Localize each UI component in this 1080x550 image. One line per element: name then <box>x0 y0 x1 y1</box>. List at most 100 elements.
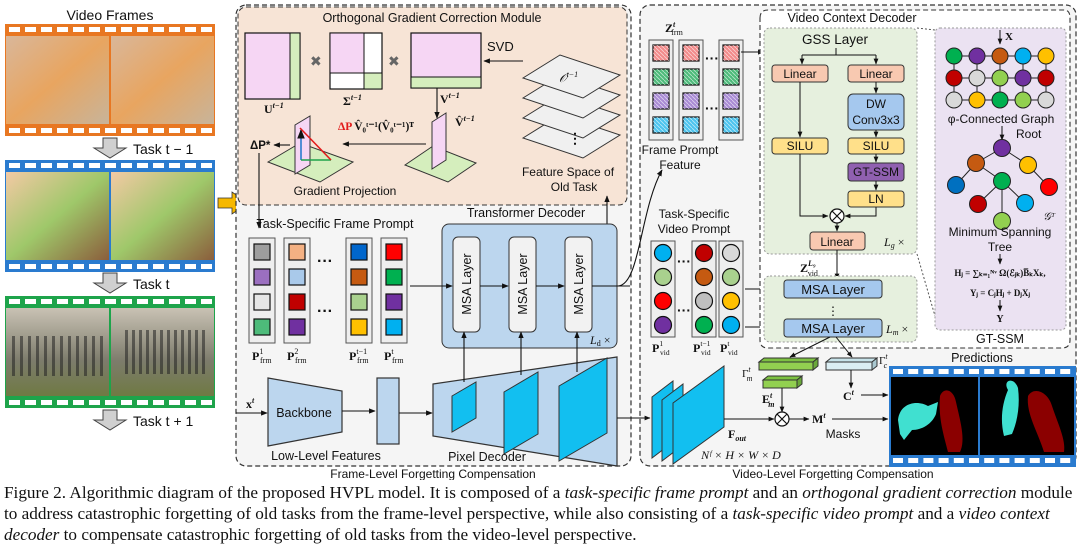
prompt-token <box>288 268 306 286</box>
transformer-decoder-title: Transformer Decoder <box>467 206 585 220</box>
zebra-stripe <box>84 336 87 376</box>
zebra-stripe <box>188 330 191 374</box>
feature-space-label: Feature Space of <box>522 165 615 179</box>
svg-text:Feature: Feature <box>659 158 701 172</box>
video-frame-image <box>6 172 109 260</box>
sprocket-hole <box>137 400 148 405</box>
prompt-token <box>253 243 271 261</box>
svg-text:Ct: Ct <box>843 388 855 403</box>
msa-layer-label: MSA Layer <box>460 253 474 314</box>
video-prompt-token <box>694 267 714 287</box>
sprocket-hole <box>1029 458 1040 463</box>
backbone-block <box>267 377 343 447</box>
mask-red <box>1027 391 1065 452</box>
sprocket-hole <box>153 128 164 133</box>
tree-node-rr <box>1040 178 1058 196</box>
sprocket-hole <box>89 299 100 304</box>
zebra-stripe <box>52 336 55 376</box>
u-matrix: Ut−1 <box>244 32 301 116</box>
gradient-projection-label: Gradient Projection <box>294 184 397 198</box>
ellipsis: ··· <box>705 100 719 116</box>
prompt-token <box>385 268 403 286</box>
feature-texture <box>723 117 739 133</box>
feature-texture <box>653 45 669 61</box>
feature-texture <box>723 69 739 85</box>
zebra-stripe <box>160 330 163 374</box>
zebra-stripe <box>125 330 128 374</box>
svg-text:Vt−1: Vt−1 <box>440 91 460 106</box>
sprocket-hole <box>89 264 100 269</box>
prompt-token <box>350 243 368 261</box>
svg-text:Nᶠ × H × W × D: Nᶠ × H × W × D <box>700 448 781 462</box>
zebra-stripe <box>202 330 205 374</box>
svg-text:Hⱼ = ∑ₖ₌₁ᴺᵛ Ω(ℰⱼₖ)B̅ₖXₖ,: Hⱼ = ∑ₖ₌₁ᴺᵛ Ω(ℰⱼₖ)B̅ₖXₖ, <box>954 268 1045 278</box>
ellipsis: ··· <box>677 302 691 318</box>
svg-text:MSA Layer: MSA Layer <box>801 282 865 297</box>
tree-node-left <box>967 154 985 172</box>
sprocket-hole <box>201 400 212 405</box>
sprocket-hole <box>41 264 52 269</box>
zebra-stripe <box>76 336 79 376</box>
svg-text:Minimum Spanning: Minimum Spanning <box>949 225 1052 239</box>
svg-text:DW: DW <box>866 97 887 111</box>
sprocket-hole <box>137 163 148 168</box>
svg-text:Predictions: Predictions <box>951 351 1013 365</box>
sprocket-hole <box>169 27 180 32</box>
sprocket-hole <box>185 128 196 133</box>
prompt-token <box>350 268 368 286</box>
mask-teal <box>1001 380 1019 436</box>
feature-texture <box>683 117 699 133</box>
sprocket-hole <box>953 458 964 463</box>
mask-teal <box>898 402 938 440</box>
video-prompt-token <box>694 315 714 335</box>
sprocket-hole <box>153 264 164 269</box>
prompt-token <box>385 318 403 336</box>
sprocket-hole <box>105 264 116 269</box>
sprocket-hole <box>105 299 116 304</box>
svg-text:SILU: SILU <box>787 139 814 153</box>
v-hat-plane: V̂t−1 <box>403 112 478 183</box>
svg-text:Linear: Linear <box>820 235 853 249</box>
sprocket-hole <box>201 299 212 304</box>
sprocket-hole <box>201 128 212 133</box>
sprocket-hole <box>201 163 212 168</box>
svg-text:Root: Root <box>1016 127 1042 141</box>
delta-p-star: ΔP* <box>250 140 271 152</box>
sprocket-hole <box>153 299 164 304</box>
task-label: Task t <box>133 276 170 292</box>
zebra-stripe <box>195 330 198 374</box>
svg-text:Σt−1: Σt−1 <box>343 93 362 108</box>
feature-texture <box>653 117 669 133</box>
svd-label: SVD <box>487 39 514 54</box>
graph-node <box>1014 47 1032 65</box>
sprocket-hole <box>73 264 84 269</box>
sprocket-hole <box>121 299 132 304</box>
input-x: xt <box>246 396 255 411</box>
feature-texture <box>653 69 669 85</box>
tree-node-right <box>1019 156 1037 174</box>
sprocket-hole <box>57 400 68 405</box>
svg-text:Backbone: Backbone <box>276 406 332 420</box>
zebra-stripe <box>100 336 103 376</box>
graph-node <box>1014 69 1032 87</box>
graph-node <box>991 47 1009 65</box>
sprocket-hole <box>201 27 212 32</box>
sprocket-hole <box>137 264 148 269</box>
sigma-matrix: Σt−1 <box>329 32 383 108</box>
svg-text:X: X <box>1005 31 1013 43</box>
tree-node-mr <box>1016 194 1034 212</box>
sprocket-hole <box>137 299 148 304</box>
sprocket-hole <box>25 128 36 133</box>
sprocket-hole <box>893 458 903 463</box>
zebra-stripe <box>181 330 184 374</box>
svg-text:Etm: Etm <box>762 391 774 409</box>
sprocket-hole <box>984 369 995 374</box>
